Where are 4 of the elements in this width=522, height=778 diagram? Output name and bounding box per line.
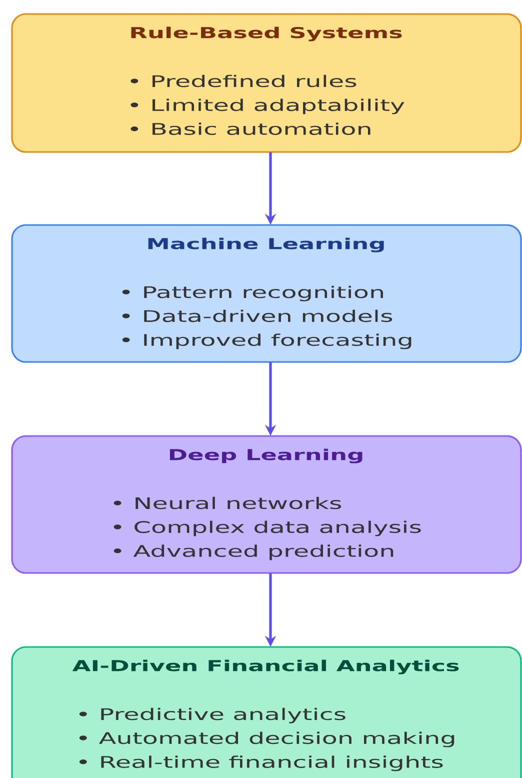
process-box: Machine Learning • Pattern recognition • Data-driven models • Improved forecasting — [11, 224, 522, 363]
process-box: AI-Driven Financial Analytics • Predictive analytics • Automated decision making • Real-time financial insights — [11, 646, 522, 778]
process-box: Deep Learning • Neural networks • Complex data analysis • Advanced prediction — [11, 435, 522, 574]
process-box: Rule-Based Systems • Predefined rules • Limited adaptability • Basic automation — [11, 13, 522, 153]
